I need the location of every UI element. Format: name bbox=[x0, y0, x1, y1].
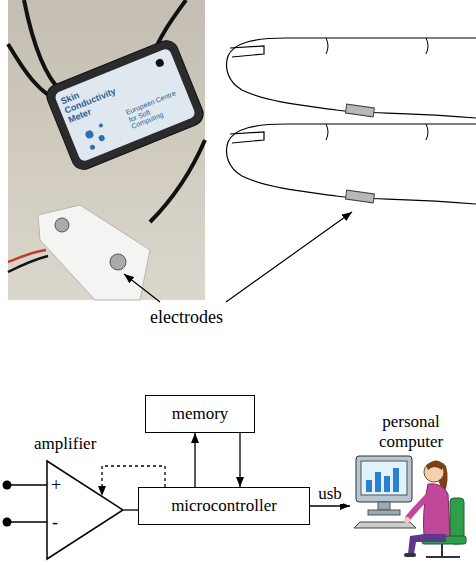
electrode bbox=[345, 190, 374, 203]
cable bbox=[150, 140, 205, 222]
amplifier-label: amplifier bbox=[34, 434, 96, 454]
electrode-screw bbox=[110, 254, 126, 270]
head bbox=[424, 462, 444, 482]
computer-illustration bbox=[350, 450, 472, 562]
logo-dot bbox=[84, 129, 94, 139]
finger-outline bbox=[227, 124, 476, 204]
chart-bar bbox=[375, 472, 381, 492]
node-text: memory bbox=[172, 404, 229, 424]
input-sign: - bbox=[52, 512, 58, 532]
input-wire bbox=[7, 484, 47, 485]
amplifier-triangle bbox=[47, 461, 123, 559]
monitor-stand bbox=[378, 502, 390, 510]
hair bbox=[426, 461, 444, 470]
electrode-holder bbox=[38, 205, 150, 300]
amplifier-triangle: amplifier+- bbox=[46, 460, 124, 560]
monitor-screen bbox=[361, 461, 407, 495]
wire bbox=[8, 256, 48, 272]
edge-label: usb bbox=[317, 484, 343, 504]
chair-leg bbox=[441, 544, 443, 556]
chart-bar bbox=[384, 476, 390, 492]
finger-crease bbox=[326, 124, 328, 140]
microcontroller-box: microcontroller bbox=[138, 487, 310, 525]
input-sign: + bbox=[51, 475, 61, 495]
logo-dot bbox=[89, 144, 96, 151]
chart-bar bbox=[366, 480, 372, 492]
signal-arrow bbox=[239, 433, 240, 487]
device-panel bbox=[54, 47, 197, 162]
electrode bbox=[345, 104, 374, 117]
finger-crease bbox=[426, 38, 428, 54]
monitor bbox=[356, 456, 412, 502]
illustration bbox=[0, 0, 476, 330]
legs bbox=[408, 534, 446, 554]
computer-node: personal computer bbox=[350, 410, 472, 562]
device-housing bbox=[43, 37, 207, 173]
input-wire bbox=[7, 521, 47, 522]
leader-arrow bbox=[226, 212, 352, 302]
torso bbox=[424, 484, 451, 536]
node-text: microcontroller bbox=[171, 496, 277, 516]
memory-box: memory bbox=[145, 395, 255, 433]
device-led bbox=[155, 58, 165, 68]
signal-arrow bbox=[124, 509, 138, 510]
shoe bbox=[404, 553, 416, 557]
finger-nail bbox=[230, 46, 264, 57]
electrode-screw bbox=[55, 218, 69, 232]
finger-nail bbox=[230, 132, 264, 143]
logo-dot bbox=[98, 134, 106, 142]
leader-arrow bbox=[124, 274, 160, 302]
finger-crease bbox=[326, 38, 328, 54]
signal-arrow bbox=[310, 505, 350, 506]
chart-bar bbox=[393, 468, 399, 492]
finger-outline bbox=[227, 38, 476, 118]
meter-device bbox=[43, 37, 207, 173]
wire bbox=[8, 250, 46, 262]
monitor-base bbox=[368, 510, 400, 515]
chair-base bbox=[426, 556, 460, 558]
logo-dot bbox=[98, 123, 103, 128]
finger-crease bbox=[426, 124, 428, 140]
hand bbox=[404, 517, 410, 523]
node-text: personal computer bbox=[368, 412, 454, 452]
finger-drawing bbox=[227, 38, 476, 118]
part-label: electrodes bbox=[150, 306, 223, 328]
signal-arrow bbox=[194, 433, 195, 487]
finger-drawing bbox=[227, 124, 476, 204]
arm bbox=[408, 494, 430, 518]
